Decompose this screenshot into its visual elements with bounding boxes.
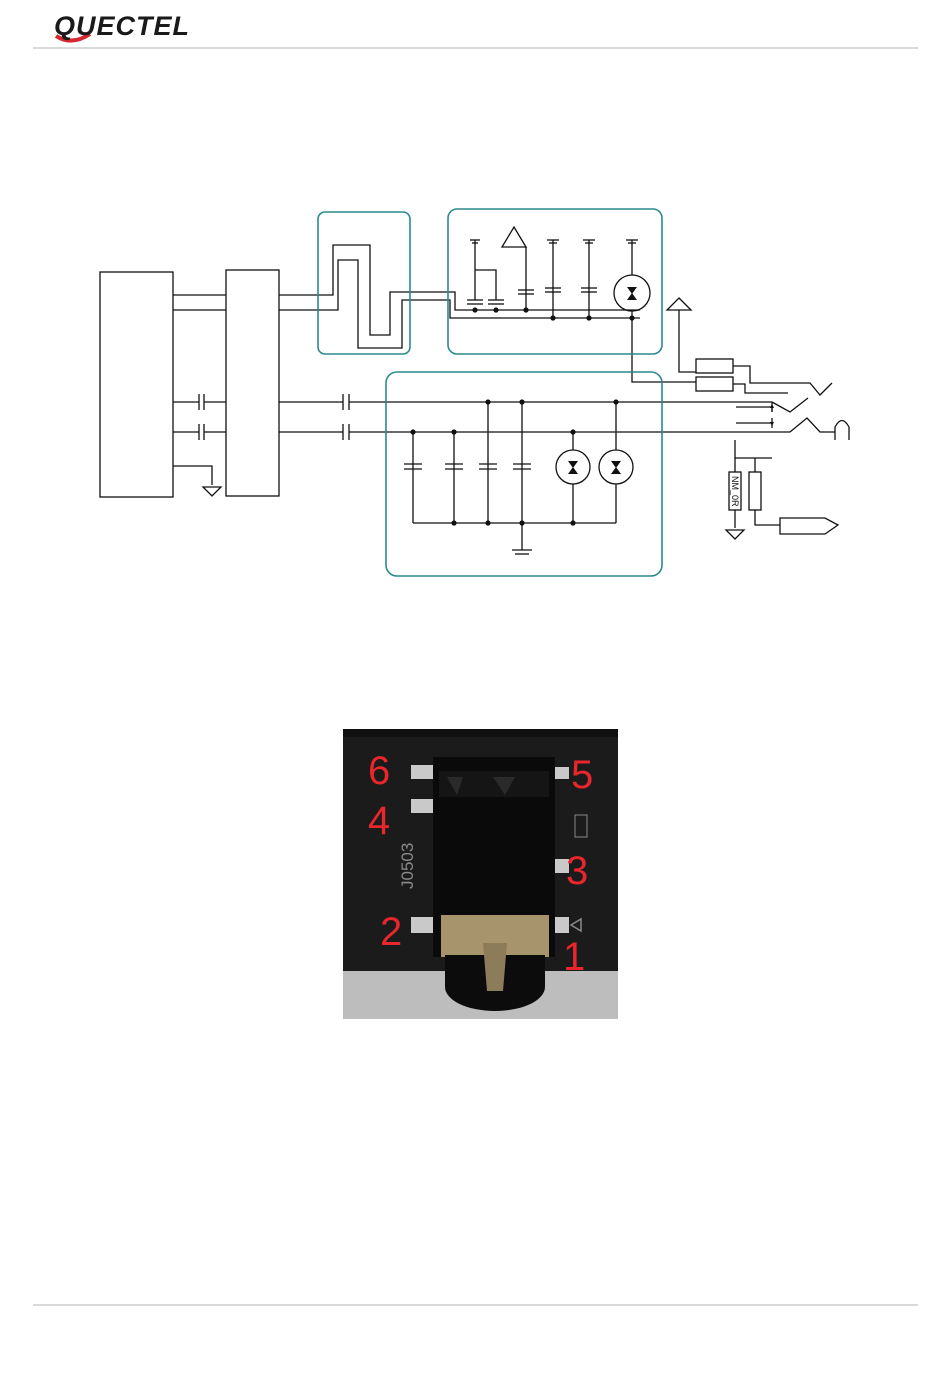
silkscreen-label: J0503 [398,843,417,889]
resistor-bottom [696,377,733,391]
pin-label-6: 6 [368,751,390,791]
pin-label-1: 1 [563,937,585,977]
pin-label-5: 5 [571,755,593,795]
header-divider [33,47,918,49]
resistor-0r [749,472,761,510]
quectel-logo: QUECTEL [52,8,252,44]
module-block [226,270,279,496]
codec-block [100,272,173,497]
pin-label-3: 3 [566,851,588,891]
logo-text: QUECTEL [54,11,190,41]
pin-label-2: 2 [380,912,402,952]
audio-jack-photo: J0503 6 5 4 3 2 1 [343,729,618,1019]
resistor-nm-label: NM_0R [730,476,740,507]
differential-filter-box [318,212,410,354]
resistor-top [696,359,733,373]
footer-divider [33,1304,918,1306]
headset-jack-schematic: NM_0R [90,200,870,590]
mic-protection-box [448,209,662,354]
pin-label-4: 4 [368,801,390,841]
